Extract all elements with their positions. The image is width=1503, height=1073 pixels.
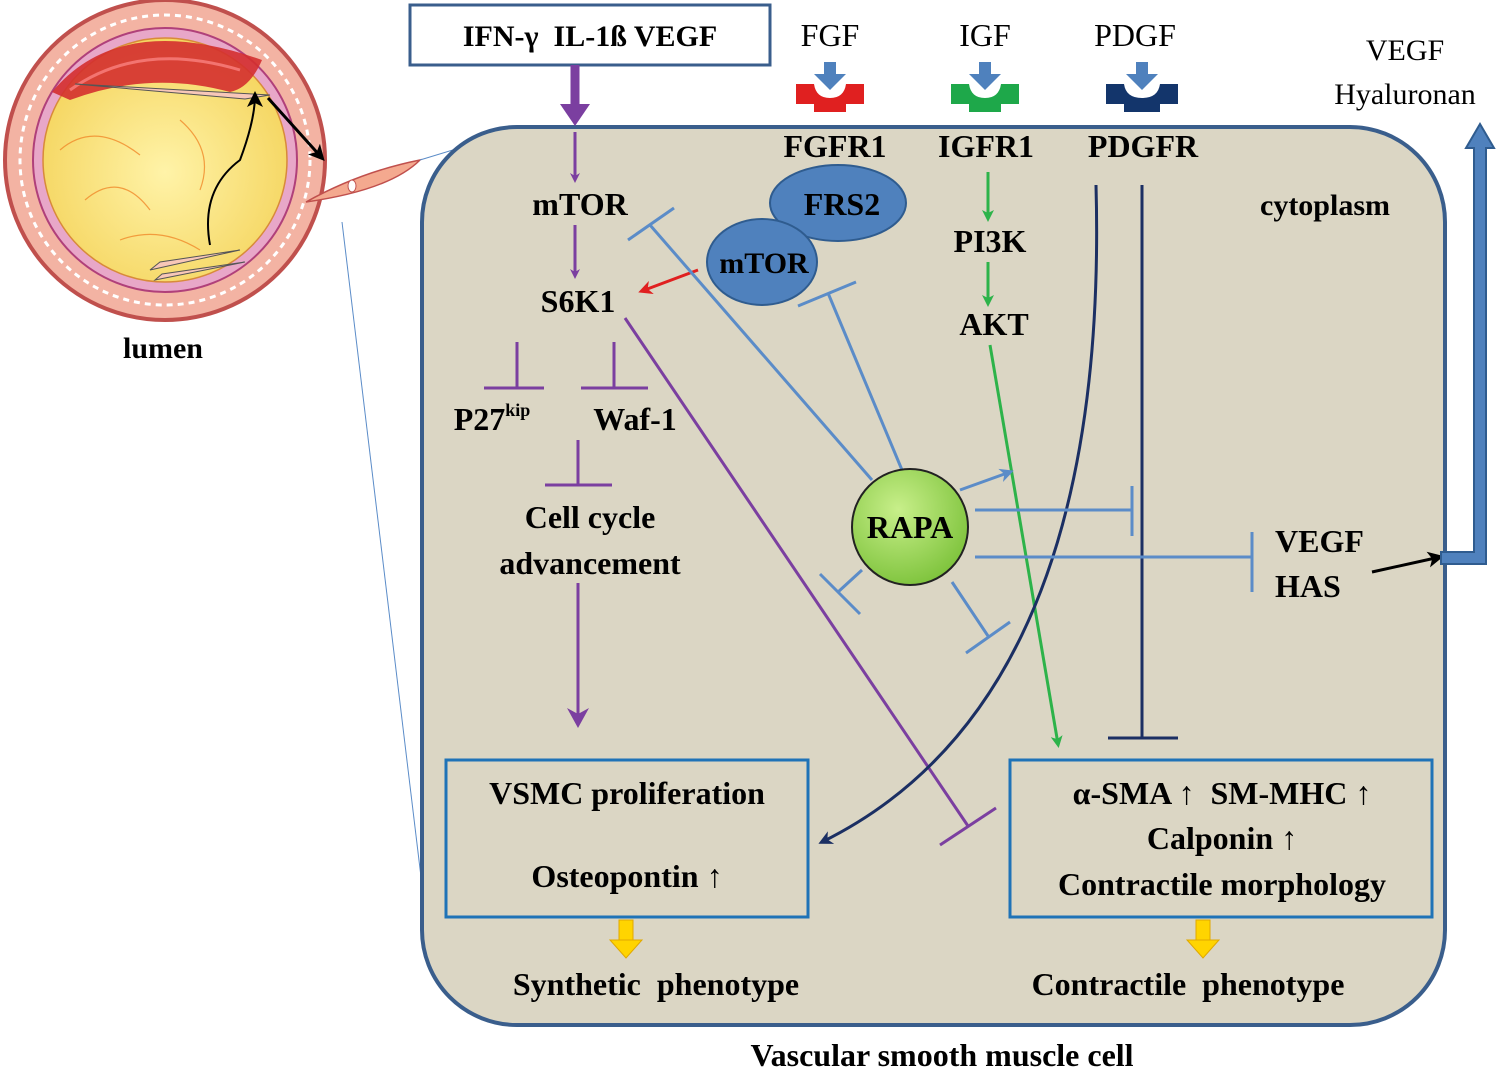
cytokine-arrow-head xyxy=(560,104,590,126)
vsmc-proliferation-label: VSMC proliferation xyxy=(489,775,765,811)
pi3k-node: PI3K xyxy=(954,223,1027,259)
rapa-node-shape xyxy=(851,468,969,586)
migration-path xyxy=(207,91,263,246)
has-node: HAS xyxy=(1275,568,1341,604)
contractile-phenotype-label: Contractile phenotype xyxy=(1032,966,1345,1002)
fgf-label: FGF xyxy=(801,17,860,53)
contractile-box xyxy=(1008,758,1434,919)
p27-waf1-inhibit-cell-cycle xyxy=(545,440,612,487)
synthetic-phenotype-label: Synthetic phenotype xyxy=(513,966,799,1002)
s6k1-inhibits-p27-waf1 xyxy=(484,342,648,390)
secreted-vegf-label: VEGF xyxy=(1366,34,1444,67)
frs2-node: FRS2 xyxy=(804,186,880,222)
osteopontin-label: Osteopontin ↑ xyxy=(531,858,722,894)
zoom-arrow xyxy=(266,96,325,161)
has-to-secretion-arrow xyxy=(1371,551,1444,574)
s6k1-node: S6K1 xyxy=(541,283,616,319)
contractile-markers-label: α-SMA ↑ SM-MHC ↑ xyxy=(1073,775,1372,811)
rapa-activates-arrow xyxy=(959,468,1014,492)
cytokine-input-label: IFN-γ IL-1ß VEGF xyxy=(463,20,717,53)
vegf-node: VEGF xyxy=(1275,523,1364,559)
pdgfr-label: PDGFR xyxy=(1088,128,1199,164)
cell-cycle-label-2: advancement xyxy=(499,545,681,581)
vessel-lumen xyxy=(42,37,288,283)
mtor-complex-shape xyxy=(706,218,818,306)
secretion-arrow xyxy=(1440,122,1496,565)
rapa-node: RAPA xyxy=(867,509,954,545)
cell-cycle-label-1: Cell cycle xyxy=(525,499,656,535)
lumen-label: lumen xyxy=(123,332,203,365)
waf1-node: Waf-1 xyxy=(593,401,677,437)
mtor-complex-to-s6k1-arrow xyxy=(638,268,699,295)
vessel-cross-section xyxy=(3,0,513,936)
ligand-arrows xyxy=(814,62,1158,90)
zoom-guide-bottom xyxy=(341,221,429,936)
pdgfr-to-synthetic-arrow xyxy=(818,184,1099,844)
cytokine-input-box xyxy=(408,3,772,67)
akt-to-contractile-arrow xyxy=(988,344,1063,748)
fgfr1-receptor-shape xyxy=(796,84,864,112)
mtor-node: mTOR xyxy=(532,186,628,222)
migrating-cell-bottom xyxy=(149,249,241,271)
pdgf-label: PDGF xyxy=(1094,17,1176,53)
s6k1-inhibits-contractile xyxy=(623,317,970,827)
igfr1-receptor-shape xyxy=(951,84,1019,112)
frs2-node-shape xyxy=(769,164,907,242)
rapa-inhibitions xyxy=(627,206,1254,655)
synthetic-box xyxy=(444,758,810,919)
calponin-label: Calponin ↑ xyxy=(1147,820,1297,856)
secreted-hyaluronan-label: Hyaluronan xyxy=(1334,78,1476,111)
fgfr1-label: FGFR1 xyxy=(783,128,886,164)
phenotype-arrows xyxy=(608,919,1221,959)
akt-node: AKT xyxy=(959,306,1028,342)
contractile-morphology-label: Contractile morphology xyxy=(1058,866,1386,902)
igf-label: IGF xyxy=(959,17,1011,53)
cell-caption: Vascular smooth muscle cell xyxy=(750,1037,1133,1073)
igfr1-label: IGFR1 xyxy=(938,128,1034,164)
mtor-complex-node: mTOR xyxy=(719,247,809,280)
cytoplasm-label: cytoplasm xyxy=(1260,189,1390,222)
pdgfr-receptor-shape xyxy=(1106,84,1178,112)
p27-node: P27kip xyxy=(454,400,531,437)
